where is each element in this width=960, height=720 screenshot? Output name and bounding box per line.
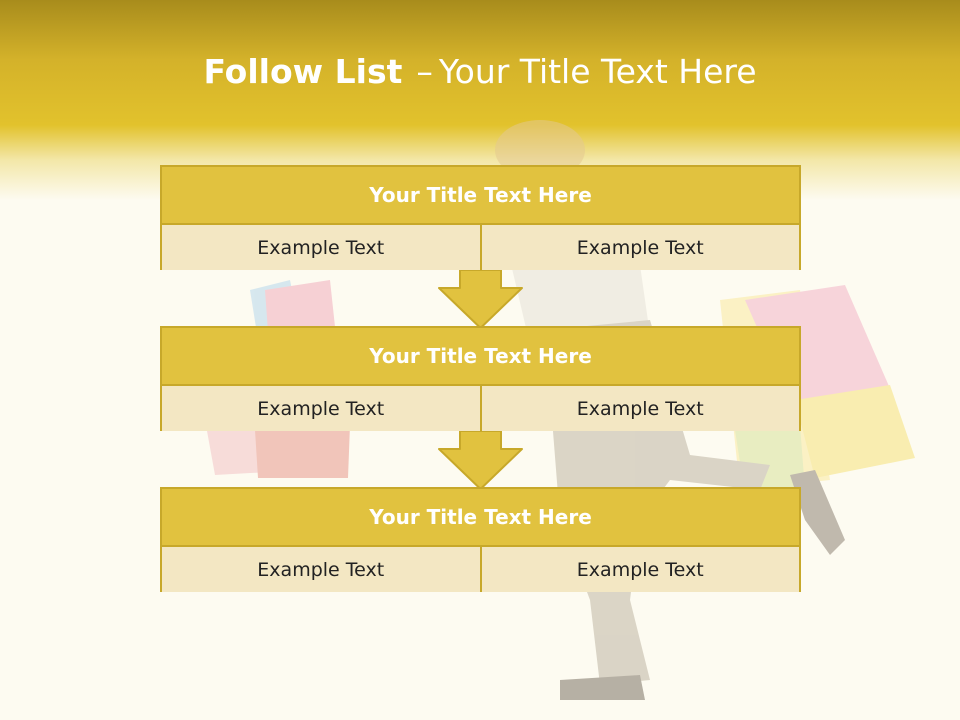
slide-title: Follow List–Your Title Text Here (0, 52, 960, 91)
card-cell-left: Example Text (257, 236, 385, 259)
card-cell-right: Example Text (479, 547, 800, 592)
slide-title-rest: Your Title Text Here (438, 52, 757, 91)
list-card-1: Your Title Text Here Example Text Exampl… (160, 165, 801, 270)
card-heading: Your Title Text Here (162, 167, 799, 225)
card-cell-right: Example Text (479, 225, 800, 270)
slide-title-separator: – (416, 52, 433, 91)
card-cell-left: Example Text (257, 397, 385, 420)
card-heading: Your Title Text Here (162, 328, 799, 386)
card-row: Example Text Example Text (162, 386, 799, 431)
list-card-2: Your Title Text Here Example Text Exampl… (160, 326, 801, 431)
down-arrow-icon (438, 270, 523, 329)
card-cell-right: Example Text (479, 386, 800, 431)
card-heading: Your Title Text Here (162, 489, 799, 547)
list-card-3: Your Title Text Here Example Text Exampl… (160, 487, 801, 592)
slide-title-bold: Follow List (203, 52, 403, 91)
card-cell-left: Example Text (257, 558, 385, 581)
down-arrow-icon (438, 431, 523, 490)
card-row: Example Text Example Text (162, 547, 799, 592)
card-row: Example Text Example Text (162, 225, 799, 270)
